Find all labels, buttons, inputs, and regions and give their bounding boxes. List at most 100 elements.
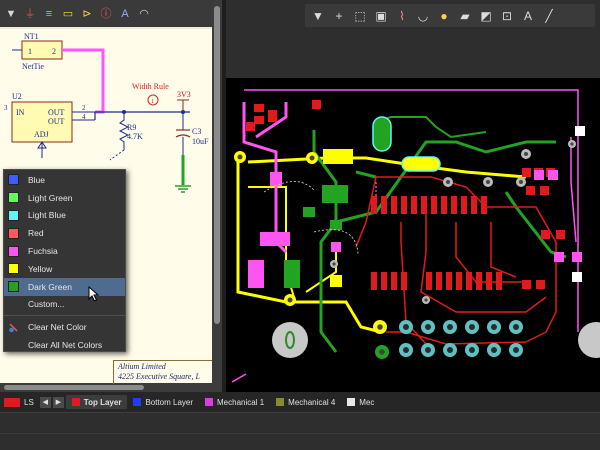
mechanical1-label: Mechanical 1 <box>217 397 265 407</box>
u2-pin3: 3 <box>4 104 8 112</box>
mechanical1-color <box>205 398 214 406</box>
route-icon[interactable]: ⌇ <box>399 8 405 23</box>
c3-value: 10uF <box>192 137 209 146</box>
u2-in-label: IN <box>16 108 25 117</box>
menu-item-label: Blue <box>28 174 46 185</box>
schematic-vertical-scrollbar[interactable] <box>212 0 222 392</box>
schematic-toolbar: ▼ ⏚ ≡ ▭ ⊳ ⓘ A ◠ <box>0 0 212 27</box>
r9-designator: R9 <box>127 123 136 132</box>
schematic-canvas[interactable]: NT1 1 2 NetTie U2 IN OUT OUT ADJ 3 2 4 R… <box>0 0 212 383</box>
component-icon[interactable]: ▣ <box>375 8 387 23</box>
dimension-icon[interactable]: ⊡ <box>501 8 513 23</box>
light-blue-swatch <box>8 209 19 221</box>
menu-item-clear-net-color[interactable]: Clear Net Color <box>4 318 125 336</box>
u2-pin4: 4 <box>82 113 86 121</box>
menu-item-red[interactable]: Red <box>4 224 125 242</box>
pcb-pane[interactable]: ▼ + ⬚ ▣ ⌇ ◡ ● ▰ ◩ ⊡ A ╱ <box>226 0 600 392</box>
port-icon[interactable]: ⊳ <box>82 7 92 20</box>
menu-item-label: Light Blue <box>28 210 66 221</box>
layer-tab-top[interactable]: Top Layer <box>65 395 128 409</box>
text-icon[interactable]: A <box>523 8 532 23</box>
u2-out2-label: OUT <box>48 117 65 126</box>
mechanical4-color <box>276 398 285 406</box>
nt1-pin2: 2 <box>52 47 56 56</box>
pin-icon[interactable]: ● <box>440 8 448 23</box>
u2-out-label: OUT <box>48 108 65 117</box>
layer-tab-mechanical4[interactable]: Mechanical 4 <box>270 395 341 409</box>
light-green-swatch <box>8 192 19 204</box>
menu-item-label: Custom... <box>28 299 65 310</box>
nt1-value: NetTie <box>22 62 44 71</box>
menu-item-light-blue[interactable]: Light Blue <box>4 207 125 225</box>
menu-item-fuchsia[interactable]: Fuchsia <box>4 242 125 260</box>
bus-icon[interactable]: ≡ <box>45 7 53 20</box>
mechanical-next-color <box>347 398 356 406</box>
layer-tab-mechanical-next[interactable]: Mec <box>341 395 380 409</box>
yellow-net-trace[interactable] <box>236 152 382 334</box>
layer-set-label: LS <box>24 397 34 407</box>
connector-pads[interactable] <box>399 320 523 357</box>
mouse-cursor-icon <box>88 285 100 304</box>
rule-directive-icon[interactable] <box>147 94 159 106</box>
menu-item-custom[interactable]: Custom... <box>4 296 125 314</box>
layer-next-button[interactable]: ▶ <box>52 396 64 408</box>
arc-icon[interactable]: ◠ <box>139 7 149 20</box>
rule-label: Width Rule <box>132 82 169 91</box>
fuchsia-swatch <box>8 245 19 257</box>
bottom-layer-color <box>133 398 142 406</box>
menu-item-label: Dark Green <box>28 281 72 292</box>
menu-item-label: Light Green <box>28 192 73 203</box>
net-label-icon[interactable]: ▭ <box>62 7 74 20</box>
menu-item-label: Red <box>28 228 44 239</box>
menu-item-clear-all-net-colors[interactable]: Clear All Net Colors <box>4 336 125 354</box>
layer-tab-mechanical1[interactable]: Mechanical 1 <box>199 395 270 409</box>
menu-item-yellow[interactable]: Yellow <box>4 260 125 278</box>
menu-item-blue[interactable]: Blue <box>4 171 125 189</box>
top-layer-label: Top Layer <box>83 397 122 407</box>
status-bar <box>0 412 600 450</box>
company-name: Altium Limited <box>118 362 166 371</box>
menu-item-label: Yellow <box>28 263 53 274</box>
pane-divider[interactable] <box>222 0 226 392</box>
line-icon[interactable]: ╱ <box>545 8 553 23</box>
crosshair-icon[interactable]: + <box>335 8 343 23</box>
r9-value: 4.7K <box>127 132 143 141</box>
u2-pin2: 2 <box>82 104 86 112</box>
nt1-pin1: 1 <box>28 47 32 56</box>
text-icon[interactable]: A <box>121 7 129 20</box>
mounting-hole[interactable] <box>272 322 308 358</box>
menu-item-light-green[interactable]: Light Green <box>4 189 125 207</box>
menu-item-label: Clear All Net Colors <box>28 340 103 351</box>
polygon-icon[interactable]: ◩ <box>480 8 492 23</box>
power-net-label: 3V3 <box>177 90 191 99</box>
layer-prev-button[interactable]: ◀ <box>39 396 51 408</box>
top-layer-color <box>71 398 80 406</box>
red-net-trace[interactable] <box>355 176 557 345</box>
layer-set-tab[interactable]: LS <box>0 395 40 409</box>
pcb-board-canvas[interactable] <box>226 82 600 392</box>
bottom-layer-label: Bottom Layer <box>145 397 194 407</box>
shape-icon[interactable]: ▰ <box>460 8 470 23</box>
select-rect-icon[interactable]: ⬚ <box>354 8 366 23</box>
nt1-designator: NT1 <box>24 32 39 41</box>
layer-tab-bottom[interactable]: Bottom Layer <box>127 395 199 409</box>
vias[interactable] <box>234 140 576 359</box>
dark-green-swatch <box>8 281 19 293</box>
u2-body[interactable] <box>11 101 73 143</box>
blue-swatch <box>8 174 19 186</box>
directive-icon[interactable]: ⓘ <box>100 7 112 20</box>
u2-adj-label: ADJ <box>34 130 49 139</box>
title-block: Altium Limited 4225 Executive Square, L <box>113 360 212 384</box>
mechanical-next-label: Mec <box>359 397 375 407</box>
net-color-context-menu: Blue Light Green Light Blue Red Fuchsia … <box>3 169 126 352</box>
power-port-icon[interactable]: ⏚ <box>24 7 36 20</box>
mounting-hole[interactable] <box>578 322 600 358</box>
filter-icon[interactable]: ▼ <box>312 8 324 23</box>
schematic-horizontal-scrollbar[interactable] <box>0 383 212 392</box>
menu-item-dark-green[interactable]: Dark Green <box>4 277 125 296</box>
arc-icon[interactable]: ◡ <box>417 8 429 23</box>
layer-set-color <box>4 397 20 407</box>
filter-icon[interactable]: ▼ <box>5 7 17 20</box>
u2-designator: U2 <box>12 92 22 101</box>
